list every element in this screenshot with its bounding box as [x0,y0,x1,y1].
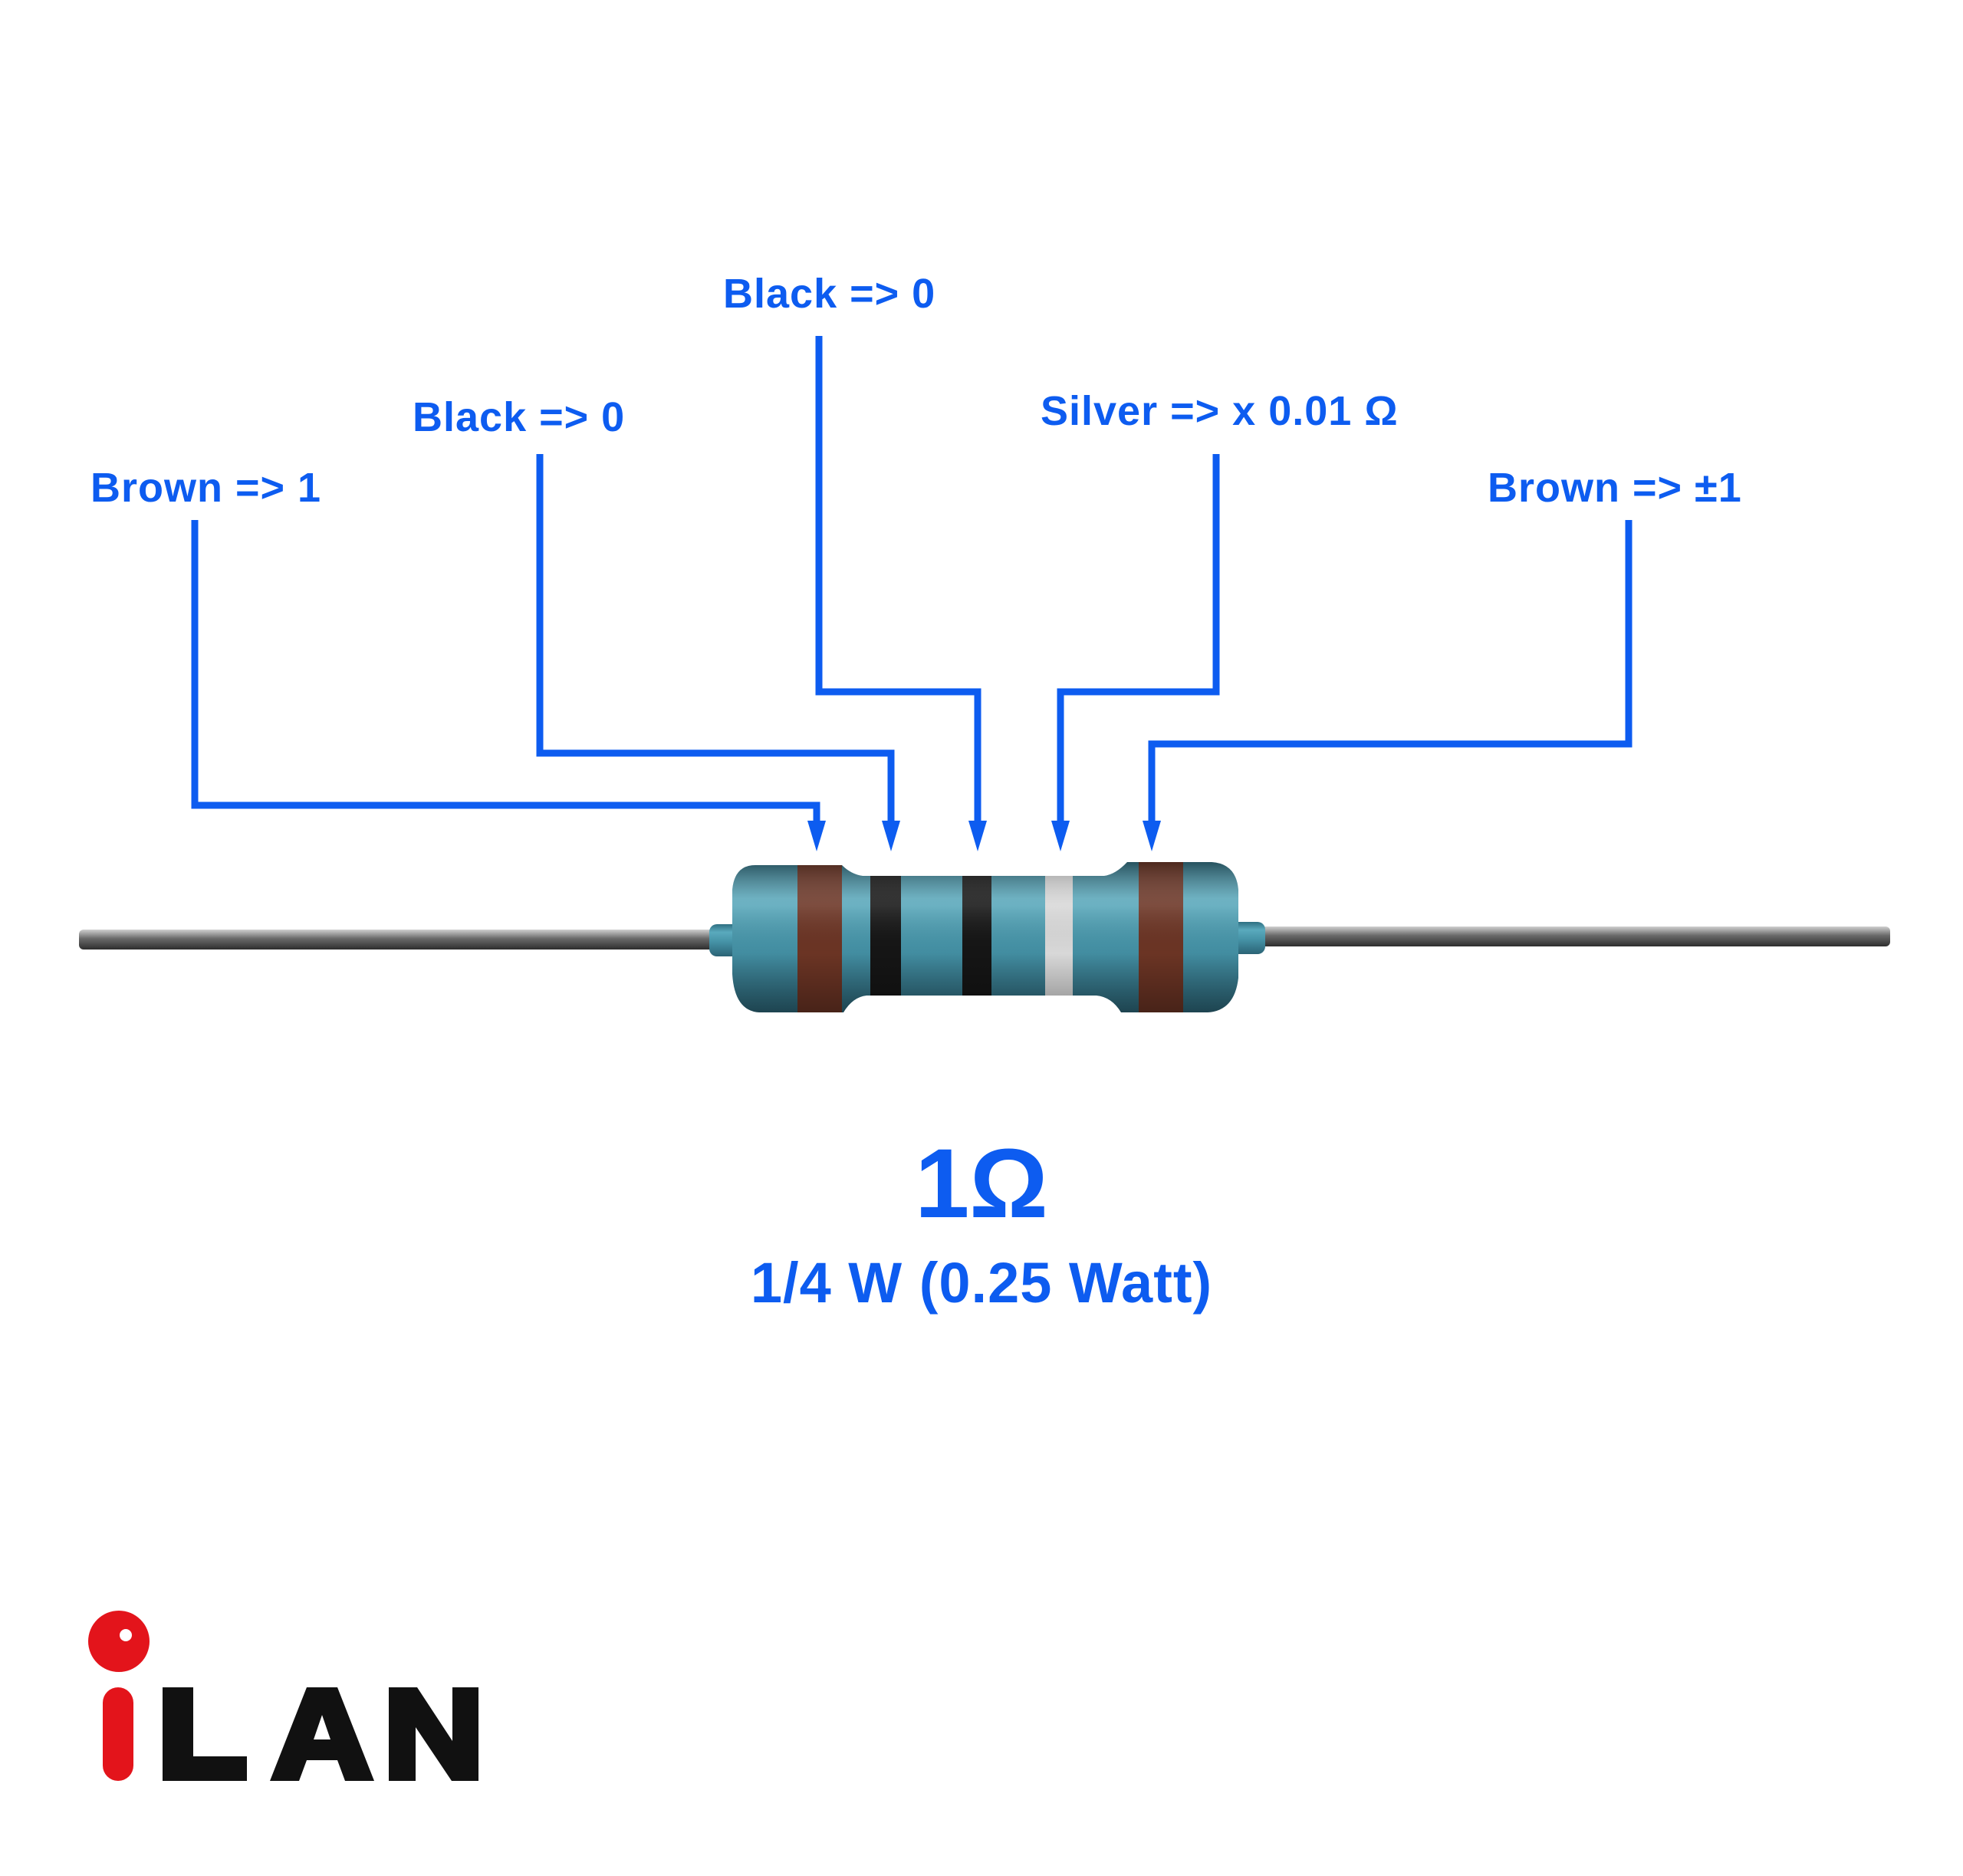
resistor-body [732,862,1238,1012]
arrow-head-3 [968,821,987,851]
right-collar [1231,922,1265,954]
left-lead [79,930,738,950]
band-1-label: Brown => 1 [90,465,322,511]
logo-i-dot [88,1611,150,1672]
ilan-logo-mark [88,1611,478,1781]
band-4-label: Silver => x 0.01 Ω [1041,388,1399,434]
leader-line-5 [1148,520,1633,824]
leader-arrows [807,821,1161,851]
logo-letter-L [163,1687,247,1781]
leader-line-3 [815,336,982,824]
ilan-logo [86,1611,485,1799]
resistance-value: 1Ω [915,1129,1048,1239]
band-3-label: Black => 0 [723,271,936,317]
leader-line-2 [536,454,895,824]
arrow-head-4 [1051,821,1070,851]
logo-letter-A [270,1687,374,1781]
logo-letter-N [389,1687,478,1781]
arrow-head-2 [882,821,900,851]
leader-line-4 [1057,454,1220,824]
arrow-head-5 [1143,821,1161,851]
right-lead [1235,926,1890,946]
leader-lines [191,336,1633,824]
logo-i-stem [103,1687,133,1781]
power-rating: 1/4 W (0.25 Watt) [750,1251,1213,1315]
band-5-label: Brown => ±1 [1488,465,1742,511]
arrow-head-1 [807,821,826,851]
band-2-label: Black => 0 [413,394,626,440]
leader-line-1 [191,520,820,824]
